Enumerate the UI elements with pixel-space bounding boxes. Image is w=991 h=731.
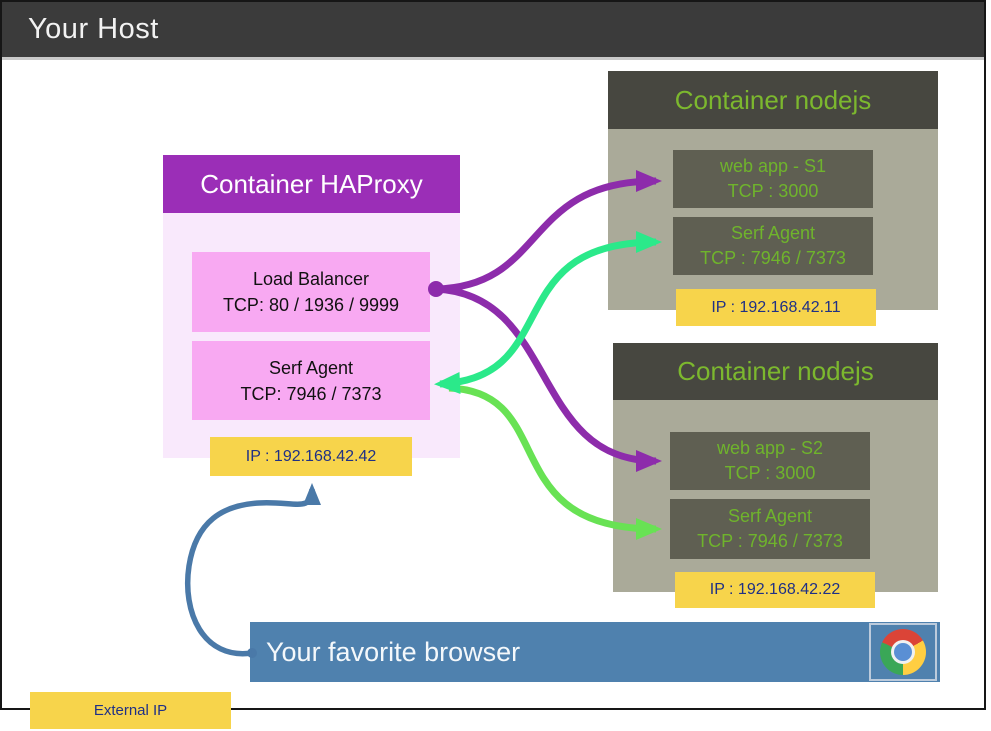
nodejs-s2-container-title: Container nodejs <box>677 356 874 386</box>
external-ip-badge: External IP <box>30 692 231 729</box>
nodejs-s1-ip-badge: IP : 192.168.42.11 <box>676 289 876 326</box>
external-ip-text: External IP <box>93 702 168 719</box>
nodejs-s2-ip-text: IP : 192.168.42.22 <box>709 581 841 598</box>
webapp-s2-port: TCP : 3000 <box>724 463 816 483</box>
serf-s2-box: Serf Agent TCP : 7946 / 7373 <box>670 499 870 559</box>
nodejs-s1-ip-text: IP : 192.168.42.11 <box>711 298 841 316</box>
load-balancer-label: Load Balancer <box>252 269 370 289</box>
haproxy-ip-text: IP : 192.168.42.42 <box>245 447 377 465</box>
browser-bar: Your favorite browser <box>250 622 940 682</box>
serf-s1-box: Serf Agent TCP : 7946 / 7373 <box>673 217 873 275</box>
nodejs-s2-ip-badge: IP : 192.168.42.22 <box>675 572 875 608</box>
host-titlebar: Your Host <box>2 2 984 60</box>
haproxy-ip-badge: IP : 192.168.42.42 <box>210 437 412 476</box>
load-balancer-ports: TCP: 80 / 1936 / 9999 <box>222 295 400 315</box>
serf-s2-label: Serf Agent <box>727 506 813 526</box>
haproxy-container-title: Container HAProxy <box>200 168 423 199</box>
nodejs-s2-container-header: Container nodejs <box>613 343 938 400</box>
haproxy-container-header: Container HAProxy <box>163 155 460 213</box>
webapp-s1-label: web app - S1 <box>719 156 827 176</box>
haproxy-container-body <box>163 213 460 458</box>
haproxy-serf-agent-box: Serf Agent TCP: 7946 / 7373 <box>192 341 430 420</box>
haproxy-serf-ports: TCP: 7946 / 7373 <box>240 383 382 404</box>
browser-label: Your favorite browser <box>266 636 521 667</box>
nodejs-s1-container-title: Container nodejs <box>674 84 872 115</box>
load-balancer-box: Load Balancer TCP: 80 / 1936 / 9999 <box>192 252 430 332</box>
host-title: Your Host <box>28 13 159 45</box>
nodejs-s2-container-body <box>613 400 938 592</box>
serf-s1-ports: TCP : 7946 / 7373 <box>700 248 846 268</box>
webapp-s1-port: TCP : 3000 <box>727 181 819 201</box>
haproxy-serf-label: Serf Agent <box>268 357 354 378</box>
chrome-icon <box>869 623 937 681</box>
serf-s2-ports: TCP : 7946 / 7373 <box>697 531 843 551</box>
nodejs-s1-container-header: Container nodejs <box>608 71 938 129</box>
webapp-s1-box: web app - S1 TCP : 3000 <box>673 150 873 208</box>
webapp-s2-label: web app - S2 <box>716 438 824 458</box>
serf-s1-label: Serf Agent <box>730 223 816 243</box>
webapp-s2-box: web app - S2 TCP : 3000 <box>670 432 870 490</box>
